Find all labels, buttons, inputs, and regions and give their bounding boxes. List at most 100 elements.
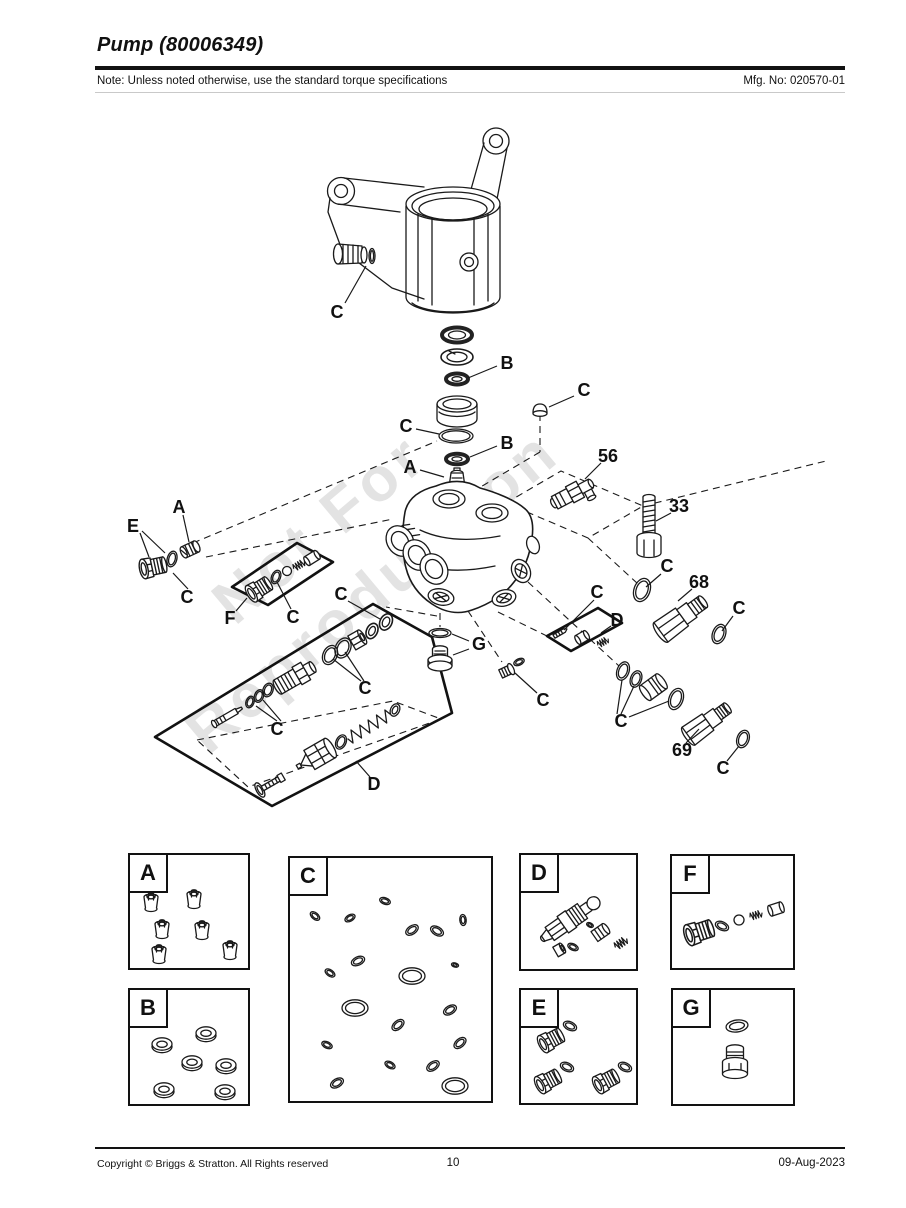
retainer-ring xyxy=(440,348,474,366)
callout-D-small-kit: D xyxy=(611,610,624,630)
port-plug xyxy=(498,662,516,679)
unloader-body xyxy=(295,737,338,771)
piston-cup xyxy=(436,395,478,428)
o-ring xyxy=(615,661,631,681)
seal-ring xyxy=(365,622,379,640)
cap-screw xyxy=(636,493,662,559)
detail-box-f-parts xyxy=(680,901,785,948)
callout-C-small-kit: C xyxy=(591,582,604,602)
detail-box-a: A xyxy=(128,853,250,970)
hex-nut xyxy=(347,629,368,651)
o-ring xyxy=(735,729,751,749)
valve-seat xyxy=(767,901,785,917)
callout-69: 69 xyxy=(672,740,692,760)
valve-seat xyxy=(303,549,321,567)
o-ring xyxy=(262,682,274,698)
callout-G-plug: G xyxy=(472,634,486,654)
detail-box-a-label: A xyxy=(130,855,168,893)
o-ring xyxy=(667,687,685,711)
callout-F-kit: F xyxy=(225,608,236,628)
detail-box-g-parts xyxy=(721,1019,749,1080)
hex-nut xyxy=(552,942,567,958)
oil-seal xyxy=(444,371,470,387)
bearing xyxy=(440,325,474,345)
hose-barb-insert xyxy=(638,673,668,702)
o-ring xyxy=(438,428,474,444)
torque-note: Note: Unless noted otherwise, use the st… xyxy=(97,75,448,87)
spring xyxy=(612,935,630,951)
callout-C-68-left-oring: C xyxy=(661,556,674,576)
o-ring xyxy=(321,644,339,666)
manifold-stub xyxy=(525,535,541,555)
callout-56: 56 xyxy=(598,446,618,466)
callout-68: 68 xyxy=(689,572,709,592)
header-rule xyxy=(95,66,845,70)
callout-C-port-plug: C xyxy=(537,690,550,710)
unloader-kit-parts xyxy=(210,613,401,798)
o-ring xyxy=(632,577,652,603)
callout-33: 33 xyxy=(669,496,689,516)
manifold-bottom-port xyxy=(491,589,517,607)
sight-glass-plug xyxy=(427,627,453,672)
detail-box-c-label: C xyxy=(290,858,328,896)
header-rule-thin xyxy=(95,92,845,93)
sight-glass-plug xyxy=(721,1044,749,1080)
o-ring xyxy=(245,695,255,709)
valve-cap-fitting xyxy=(179,540,201,559)
page-title: Pump (80006349) xyxy=(97,34,264,56)
o-ring xyxy=(166,550,178,568)
footer-rule xyxy=(95,1147,845,1149)
valve-stem xyxy=(210,706,244,729)
oil-seal xyxy=(444,451,470,467)
cylinder-bore xyxy=(419,553,449,585)
detail-box-b: B xyxy=(128,988,250,1106)
pump-housing xyxy=(326,127,510,314)
callout-C-e-oring: C xyxy=(181,587,194,607)
callout-B-lower-seal: B xyxy=(501,433,514,453)
detail-box-d: D xyxy=(519,853,638,971)
o-ring xyxy=(711,623,727,645)
detail-box-d-parts xyxy=(539,896,630,958)
detail-box-g-label: G xyxy=(673,990,711,1028)
adjust-screw xyxy=(254,772,286,798)
o-ring xyxy=(334,637,352,659)
o-ring xyxy=(725,1019,749,1033)
check-ball xyxy=(281,565,293,577)
callout-C-valve-cap: C xyxy=(578,380,591,400)
o-ring xyxy=(334,734,348,750)
callout-C-dkit-seals: C xyxy=(335,584,348,604)
o-ring xyxy=(585,920,595,930)
valve-kit-parts xyxy=(552,628,611,649)
valve-seat xyxy=(574,629,591,646)
callout-A-left-fitting: A xyxy=(173,497,186,517)
detail-box-e-label: E xyxy=(521,990,559,1028)
detail-box-g: G xyxy=(671,988,795,1106)
callout-C-69-right-oring: C xyxy=(717,758,730,778)
detail-box-f: F xyxy=(670,854,795,970)
callout-leader-lines xyxy=(139,265,740,778)
callout-B-upper-seal: B xyxy=(501,353,514,373)
manifold-bottom-port xyxy=(427,588,455,606)
footer-page-number: 10 xyxy=(446,1157,460,1169)
callout-C-dkit-small-orings: C xyxy=(271,719,284,739)
valve-pin xyxy=(552,628,568,639)
detail-box-c: C xyxy=(288,856,493,1103)
o-ring xyxy=(253,689,265,703)
washer xyxy=(389,703,401,717)
callout-C-69-orings: C xyxy=(615,711,628,731)
o-ring xyxy=(270,569,282,585)
o-ring xyxy=(566,941,580,953)
check-ball xyxy=(733,914,745,926)
callout-C-f-oring: C xyxy=(287,607,300,627)
footer-date: 09-Aug-2023 xyxy=(778,1157,846,1169)
detail-box-f-label: F xyxy=(672,856,710,894)
manifold xyxy=(385,480,541,614)
callout-C-dkit-orings: C xyxy=(359,678,372,698)
detail-box-e: E xyxy=(519,988,638,1105)
manifold-top-port xyxy=(432,489,466,509)
mfg-number: Mfg. No: 020570-01 xyxy=(743,75,845,87)
exploded-parts-diagram: Not For Reproduction xyxy=(127,127,827,808)
spring xyxy=(347,709,391,744)
callout-D-large-kit: D xyxy=(368,774,381,794)
